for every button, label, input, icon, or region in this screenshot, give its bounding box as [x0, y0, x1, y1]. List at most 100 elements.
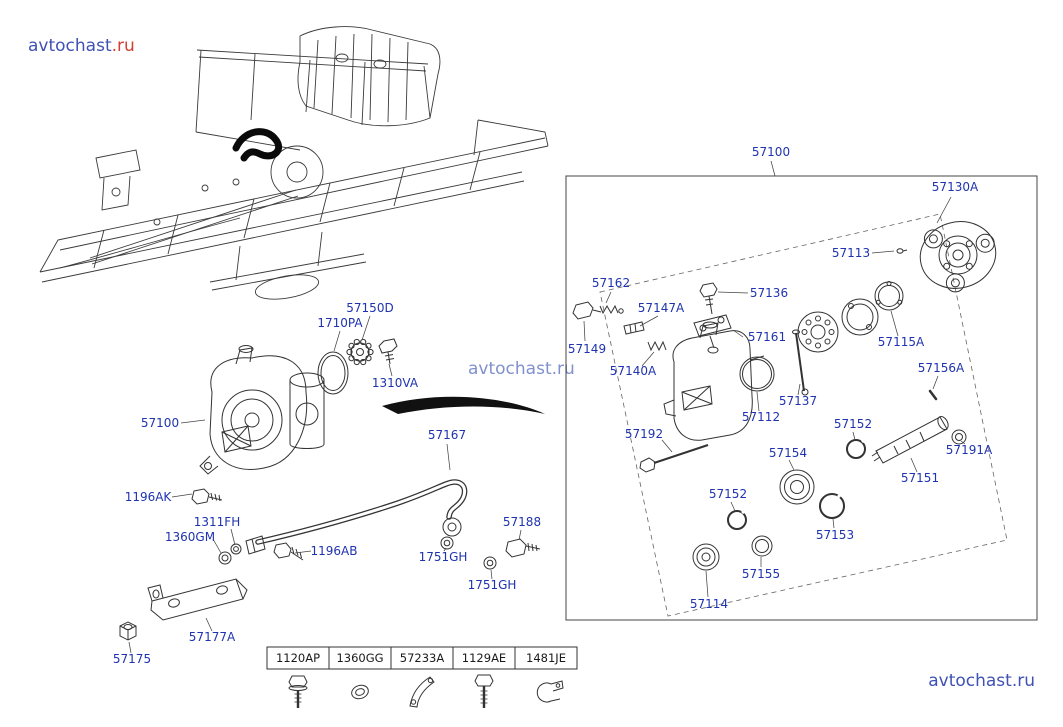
washer-1751GH-upper-drawing [440, 536, 454, 550]
part-label-1311FH: 1311FH [194, 515, 240, 529]
part-label-57130A: 57130A [932, 180, 979, 194]
gear-57150D-drawing [346, 338, 374, 366]
black-hose-drawing [232, 128, 283, 162]
oring-1710PA-drawing [317, 351, 349, 395]
part-label-57149: 57149 [568, 342, 606, 356]
rear-cover-57130A-drawing [919, 221, 997, 293]
bolt-1196AK-drawing [191, 488, 223, 505]
part-label-pump-57100: 57100 [141, 416, 179, 430]
bracket-57177A-drawing [147, 578, 248, 621]
valve-57162-drawing [599, 304, 624, 315]
watermark-main: avtochast [28, 36, 112, 56]
bolt-1196AB-drawing [273, 542, 304, 561]
pin-57113-drawing [896, 248, 908, 254]
watermark-main: avtochast [468, 359, 552, 379]
part-label-57136: 57136 [750, 286, 788, 300]
part-label-57147A: 57147A [638, 301, 685, 315]
watermark-center: avtochast.ru [468, 359, 575, 379]
pointer-swoosh [382, 396, 545, 414]
table-cell-1481JE: 1481JE [526, 651, 566, 665]
part-label-1360GM: 1360GM [165, 530, 215, 544]
part-label-57161: 57161 [748, 330, 786, 344]
table-cell-1129AE: 1129AE [462, 651, 506, 665]
part-label-57167: 57167 [428, 428, 466, 442]
oring-icon [351, 684, 369, 700]
part-label-57192: 57192 [625, 427, 663, 441]
plate-57115A-drawing [874, 281, 904, 311]
spool-57147A-drawing [623, 321, 645, 335]
part-label-57188: 57188 [503, 515, 541, 529]
pin-57156A-drawing [928, 389, 938, 401]
fitting-57161-drawing [693, 314, 732, 354]
oring-1360GM-drawing [218, 551, 232, 565]
washer-57191A-drawing [951, 429, 967, 445]
part-label-57114: 57114 [690, 597, 728, 611]
part-label-57154: 57154 [769, 446, 807, 460]
bolt-1310VA-drawing [378, 338, 398, 365]
part-label-1196AB: 1196AB [311, 544, 358, 558]
watermark-main: avtochast [928, 671, 1012, 691]
washer-1311FH-drawing [230, 543, 242, 555]
spring-57140A-drawing [647, 340, 667, 352]
snap-ring-57153-drawing [819, 490, 845, 519]
table-header-row [266, 646, 578, 670]
strap-bracket-icon [409, 676, 435, 708]
watermark-suffix: .ru [112, 36, 135, 56]
part-label-57191A: 57191A [946, 443, 993, 457]
part-label-57175: 57175 [113, 652, 151, 666]
table-cell-57233A: 57233A [400, 651, 445, 665]
snap-ring-57152-right-drawing [846, 436, 868, 459]
part-label-57152-left: 57152 [709, 487, 747, 501]
stud-57137-drawing [792, 329, 809, 396]
part-label-1751GH-lower: 1751GH [468, 578, 517, 592]
snap-ring-57152-left-drawing [727, 507, 748, 530]
bolt-57136-drawing [699, 282, 718, 315]
part-label-57112: 57112 [742, 410, 780, 424]
chassis-frame-drawing [39, 26, 549, 300]
watermark-suffix: .ru [552, 359, 575, 379]
watermark-suffix: .ru [1012, 671, 1035, 691]
nut-57175-drawing [119, 621, 137, 641]
seal-57114-drawing [692, 543, 720, 571]
part-label-57162: 57162 [592, 276, 630, 290]
bearing-57154-drawing [779, 469, 815, 505]
dashed-assembly-outline [599, 213, 1008, 617]
part-label-57137: 57137 [779, 394, 817, 408]
part-label-57140A: 57140A [610, 364, 657, 378]
part-label-57151: 57151 [901, 471, 939, 485]
table-cell-1120AP: 1120AP [276, 651, 320, 665]
part-label-1751GH-upper: 1751GH [419, 550, 468, 564]
part-label-57177A: 57177A [189, 630, 236, 644]
ring-57155-drawing [751, 535, 773, 557]
bolt-57192-drawing [639, 444, 709, 473]
part-label-57153: 57153 [816, 528, 854, 542]
part-label-57150D: 57150D [346, 301, 393, 315]
pump-housing-exploded-drawing [663, 321, 765, 441]
hose-clamp-icon [536, 680, 564, 703]
watermark-bottom-right: avtochast.ru [928, 671, 1035, 691]
part-label-1196AK: 1196AK [125, 490, 173, 504]
part-label-57155: 57155 [742, 567, 780, 581]
fastener-table: 1120AP 1360GG 57233A 1129AE 1481JE [266, 646, 578, 708]
pump-assembly-drawing [199, 345, 325, 475]
bolt-57188-drawing [505, 538, 541, 558]
part-label-57113: 57113 [832, 246, 870, 260]
part-label-box-57100: 57100 [752, 145, 790, 159]
part-label-57156A: 57156A [918, 361, 965, 375]
leader-lines [128, 160, 966, 654]
rotor-cartridge-drawing [797, 298, 879, 353]
exploded-view-box [565, 175, 1038, 621]
part-label-1710PA: 1710PA [317, 316, 363, 330]
part-label-1310VA: 1310VA [372, 376, 419, 390]
hose-assembly-drawing [245, 479, 468, 555]
part-label-57152-right: 57152 [834, 417, 872, 431]
table-cell-1360GG: 1360GG [336, 651, 383, 665]
part-label-57115A: 57115A [878, 335, 925, 349]
plug-57149-drawing [572, 301, 602, 320]
oring-57112-drawing [739, 356, 775, 392]
shaft-57151-drawing [871, 415, 949, 464]
flange-bolt-icon [288, 675, 308, 708]
watermark-top-left: avtochast.ru [28, 36, 135, 56]
